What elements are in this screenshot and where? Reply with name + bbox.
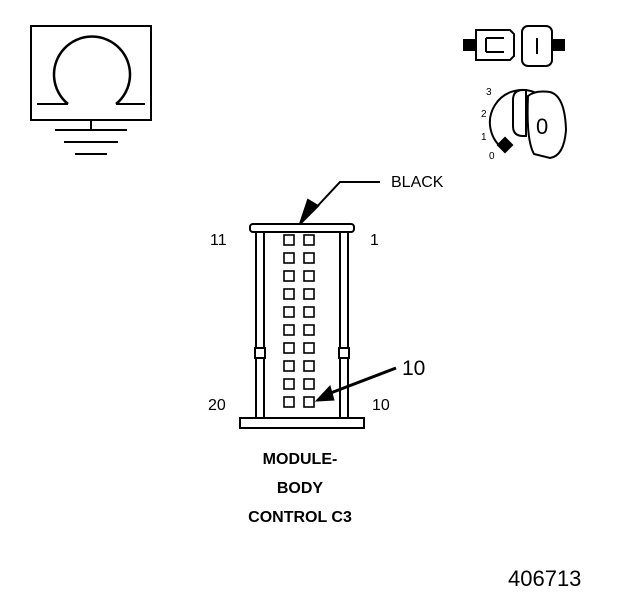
pin-cavity	[303, 378, 315, 390]
pin-label-top-right: 1	[370, 232, 379, 249]
connector-body	[239, 223, 365, 429]
pin-label-bottom-left: 20	[208, 397, 226, 414]
pin-callout-label: 10	[402, 357, 426, 380]
pin-cavity	[283, 324, 295, 336]
pin-label-top-left: 11	[210, 232, 227, 249]
pin-cavity	[303, 324, 315, 336]
pin-cavity	[303, 396, 315, 408]
pin-cavity	[283, 378, 295, 390]
key-label: 0	[536, 114, 549, 139]
ground-icon	[30, 25, 152, 155]
pin-cavity	[283, 342, 295, 354]
pin-cavity	[303, 270, 315, 282]
connector-plug-icon	[463, 25, 565, 67]
pin-cavities	[283, 234, 315, 408]
pin-cavity	[283, 396, 295, 408]
caption-line-2: BODY	[276, 480, 324, 497]
pin-cavity	[303, 252, 315, 264]
pin-cavity	[283, 252, 295, 264]
ignition-position-3: 3	[486, 87, 492, 98]
pin-cavity	[283, 360, 295, 372]
color-label: BLACK	[391, 174, 444, 191]
pin-cavity	[303, 360, 315, 372]
pin-cavity	[283, 270, 295, 282]
ignition-position-1: 1	[481, 132, 487, 143]
pin-cavity	[303, 342, 315, 354]
ignition-position-2: 2	[481, 109, 487, 120]
caption-line-1: MODULE-	[262, 451, 338, 468]
pin-cavity	[303, 288, 315, 300]
pin-cavity	[283, 306, 295, 318]
ignition-position-0: 0	[489, 151, 495, 162]
pin-cavity	[283, 234, 295, 246]
caption-line-3: CONTROL C3	[248, 509, 352, 526]
color-leader-arrow	[299, 181, 380, 225]
pin-cavity	[303, 234, 315, 246]
figure-number: 406713	[508, 566, 582, 591]
ignition-key-icon	[488, 88, 568, 160]
pin-callout-arrow	[314, 366, 397, 402]
pin-label-bottom-right: 10	[372, 397, 390, 414]
pin-cavity	[283, 288, 295, 300]
pin-cavity	[303, 306, 315, 318]
